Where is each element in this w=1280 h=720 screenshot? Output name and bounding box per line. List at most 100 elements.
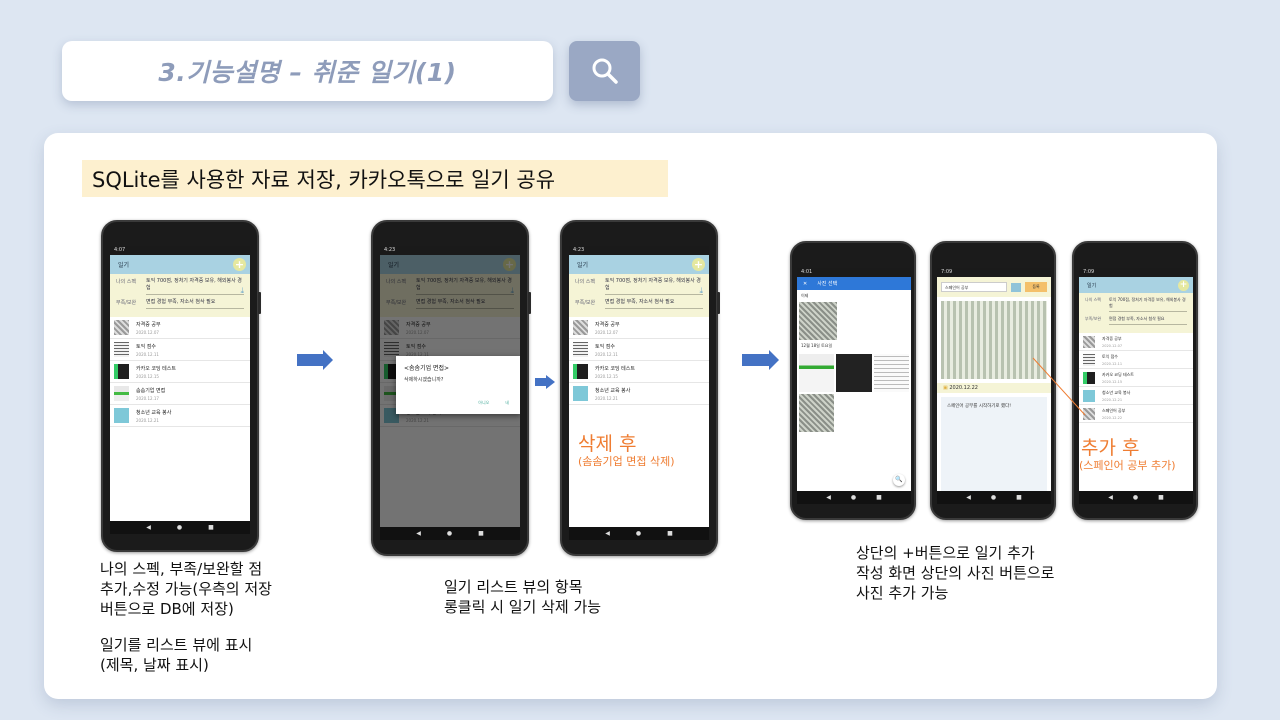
dialog-title: <솜솜기업 면접> — [404, 365, 450, 372]
caption-line: (제목, 날짜 표시) — [100, 656, 209, 674]
home-icon[interactable]: ● — [635, 530, 642, 537]
status-bar: 4:23 — [380, 246, 520, 255]
back-icon[interactable]: ◀ — [416, 530, 421, 537]
item-date: 2020.12.07 — [136, 329, 159, 335]
recent-icon[interactable]: ■ — [667, 530, 673, 537]
thumbnail — [114, 320, 129, 335]
item-title: 청소년 교육 봉사 — [595, 387, 631, 394]
home-icon[interactable]: ● — [850, 494, 857, 501]
item-date: 2020.12.22 — [1102, 415, 1123, 420]
spec-label: 나의 스펙 — [575, 279, 595, 285]
lack-field[interactable]: 면접 경험 부족, 자소서 첨삭 필요 — [146, 299, 244, 309]
plus-icon[interactable]: + — [233, 258, 246, 271]
thumbnail — [1083, 407, 1095, 420]
recent-icon[interactable]: ■ — [478, 530, 484, 537]
item-date: 2020.12.07 — [595, 329, 618, 335]
thumbnail — [1083, 371, 1095, 384]
diary-textarea[interactable]: 스페인어 공부를 시작하기로 했다! — [941, 397, 1047, 495]
phone-screen: 7:09 스페인어 공부 등록 ▣ 2020.12.22 스페인어 공부를 시작… — [937, 268, 1051, 504]
spec-label: 나의 스펙 — [1085, 297, 1101, 302]
editor-date: 2020.12.22 — [949, 385, 978, 391]
photo-thumb[interactable] — [799, 354, 835, 392]
lack-label: 부족/보완 — [116, 300, 137, 306]
caption-delete: 일기 리스트 뷰의 항목 롱클릭 시 일기 삭제 가능 — [444, 577, 601, 617]
save-button[interactable]: 등록 — [1025, 282, 1047, 292]
item-date: 2020.12.11 — [1102, 361, 1123, 366]
recent-icon[interactable]: ■ — [1158, 494, 1164, 501]
picker-bar: ✕사진 선택 — [797, 277, 911, 290]
phone-editor: 7:09 스페인어 공부 등록 ▣ 2020.12.22 스페인어 공부를 시작… — [930, 241, 1056, 520]
download-icon[interactable]: ⤓ — [240, 286, 244, 295]
item-date: 2020.12.07 — [1102, 343, 1123, 348]
spec-field[interactable]: 토익 700점, 정처기 자격증 보유, 해외봉사 경험 — [605, 278, 703, 295]
add-after-label: 추가 후 — [1081, 437, 1140, 459]
plus-icon[interactable]: + — [692, 258, 705, 271]
item-date: 2020.12.21 — [136, 417, 159, 423]
back-icon[interactable]: ◀ — [966, 494, 971, 501]
recent-icon[interactable]: ■ — [1016, 494, 1022, 501]
back-icon[interactable]: ◀ — [605, 530, 610, 537]
photo-thumb[interactable] — [799, 302, 837, 340]
photo-thumb[interactable] — [799, 394, 835, 432]
back-icon[interactable]: ◀ — [146, 524, 151, 531]
item-date: 2020.12.11 — [595, 351, 618, 357]
dialog-yes-button[interactable]: 네 — [505, 400, 509, 405]
status-bar: 4:07 — [110, 246, 250, 255]
home-icon[interactable]: ● — [446, 530, 453, 537]
home-icon[interactable]: ● — [1132, 494, 1139, 501]
lack-field[interactable]: 면접 경험 부족, 자소서 첨삭 필요 — [1109, 316, 1187, 325]
caption-line: 작성 화면 상단의 사진 버튼으로 — [856, 564, 1055, 582]
title-input[interactable]: 스페인어 공부 — [941, 282, 1007, 292]
zoom-icon[interactable]: 🔍 — [893, 474, 905, 486]
delete-after-label: 삭제 후 — [578, 433, 637, 455]
app-title: 일기 — [118, 262, 130, 269]
plus-icon[interactable]: + — [1178, 279, 1189, 291]
page-title: 3.기능설명 – 취준 일기(1) — [158, 58, 457, 87]
thumbnail — [1083, 335, 1095, 348]
download-icon[interactable]: ⤓ — [699, 286, 703, 295]
recent-label: 이제 — [801, 293, 809, 298]
list-item[interactable]: 토익 점수 2020.12.11 — [1079, 351, 1193, 369]
app-bar: 일기 + — [569, 255, 709, 274]
photo-thumb[interactable] — [873, 354, 909, 392]
recent-icon[interactable]: ■ — [876, 494, 882, 501]
add-after-detail: (스페인어 공부 추가) — [1079, 459, 1176, 472]
search-button[interactable] — [569, 41, 640, 101]
lack-label: 부족/보완 — [575, 300, 596, 306]
close-icon[interactable]: ✕ — [803, 280, 808, 287]
home-icon[interactable]: ● — [176, 524, 183, 531]
home-icon[interactable]: ● — [990, 494, 997, 501]
caption-line: 버튼으로 DB에 저장) — [100, 600, 234, 618]
spec-field[interactable]: 토익 700점, 정처기 자격증 보유, 해외봉사 경험 — [1109, 297, 1187, 312]
back-icon[interactable]: ◀ — [1108, 494, 1113, 501]
item-title: 토익 점수 — [1102, 353, 1118, 359]
item-date: 2020.12.15 — [1102, 379, 1123, 384]
back-icon[interactable]: ◀ — [826, 494, 831, 501]
dialog-no-button[interactable]: 아니오 — [478, 400, 490, 405]
camera-icon[interactable] — [1011, 282, 1021, 292]
list-item[interactable]: 카카오 코딩 테스트 2020.12.15 — [1079, 369, 1193, 387]
recent-icon[interactable]: ■ — [208, 524, 214, 531]
lack-field[interactable]: 면접 경험 부족, 자소서 첨삭 필요 — [605, 299, 703, 309]
photo-thumb[interactable] — [836, 354, 872, 392]
item-title: 카카오 코딩 테스트 — [595, 365, 635, 372]
item-title: 카카오 코딩 테스트 — [1102, 371, 1134, 377]
spec-field[interactable]: 토익 700점, 정처기 자격증 보유, 해외봉사 경험 — [146, 278, 244, 295]
